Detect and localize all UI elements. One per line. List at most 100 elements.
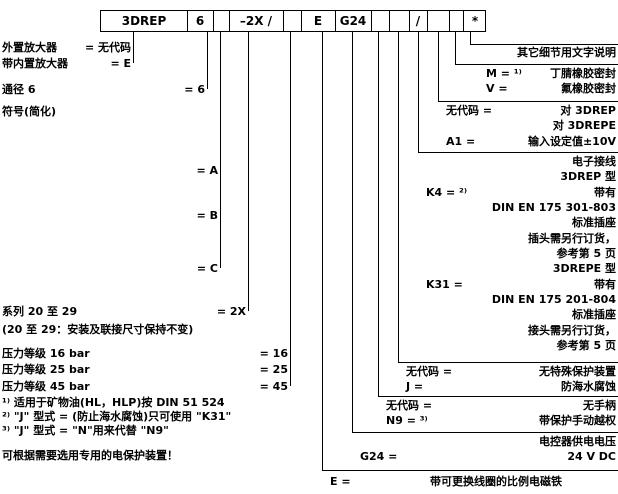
code-pressure-25: = 25 xyxy=(259,363,288,376)
box-separator xyxy=(229,11,230,31)
box-separator xyxy=(283,11,284,31)
value-k4-page: 参考第 5 页 xyxy=(556,247,616,260)
code-pressure-16: = 16 xyxy=(259,347,288,360)
code-box-solenoid: E xyxy=(313,14,323,28)
value-k4-socket: 标准插座 xyxy=(572,216,616,229)
code-seal-m: M = ¹⁾ xyxy=(486,67,522,80)
label-external-amplifier: 外置放大器 xyxy=(2,41,57,54)
code-box-series: –2X / xyxy=(239,14,273,28)
rule-voltage xyxy=(352,432,618,433)
value-k31: 带有 xyxy=(594,278,616,291)
code-seal-v: V = xyxy=(486,82,508,95)
code-size: = 6 xyxy=(184,83,205,96)
rule-seals xyxy=(455,64,618,65)
code-protection-none: 无代码 = xyxy=(406,365,453,378)
rule-solenoid xyxy=(322,470,618,471)
code-interface-a1: A1 = xyxy=(446,135,476,148)
label-size: 通径 6 xyxy=(2,83,36,96)
note-series: (20 至 29：安装及联接尺寸保持不变) xyxy=(2,323,194,336)
rule-interface xyxy=(438,101,618,102)
line-series xyxy=(248,32,249,311)
note-protection: 可根据需要选用专用的电保护装置！ xyxy=(2,449,178,462)
box-separator xyxy=(213,11,214,31)
code-series: = 2X xyxy=(216,305,246,318)
label-pressure-45: 压力等级 45 bar xyxy=(2,380,90,393)
code-k31: K31 = xyxy=(426,278,463,291)
box-separator xyxy=(463,11,464,31)
rule-seawater xyxy=(398,362,618,363)
line-voltage xyxy=(352,32,353,432)
value-k4-din: DIN EN 175 301-803 xyxy=(491,201,616,214)
line-seals xyxy=(455,32,456,64)
value-seal-v: 氟橡胶密封 xyxy=(561,82,616,95)
rule-details xyxy=(470,44,618,45)
code-e: E = xyxy=(330,475,351,488)
code-box-size: 6 xyxy=(195,14,205,28)
value-override-none: 无手柄 xyxy=(583,399,616,412)
line-connector xyxy=(418,32,419,152)
line-seawater xyxy=(398,32,399,362)
value-seal-m: 丁腈橡胶密封 xyxy=(550,67,616,80)
code-symbol-b: = B xyxy=(196,209,218,222)
value-g24: 24 V DC xyxy=(567,450,616,463)
box-separator xyxy=(187,11,188,31)
code-box-type: 3DREP xyxy=(121,14,167,28)
value-k31-page: 参考第 5 页 xyxy=(556,339,616,352)
line-solenoid xyxy=(322,32,323,470)
value-k31-socket: 标准插座 xyxy=(572,308,616,321)
rule-connector xyxy=(418,152,618,153)
box-separator xyxy=(301,11,302,31)
footnote-1: ¹⁾ 适用于矿物油(HL，HLP)按 DIN 51 524 xyxy=(2,396,225,409)
value-override-n9: 带保护手动越权 xyxy=(539,414,616,427)
code-box-voltage: G24 xyxy=(339,14,367,28)
code-protection-j: J = xyxy=(406,380,424,393)
label-pressure-16: 压力等级 16 bar xyxy=(2,347,90,360)
title-electrical-connection: 电子接线 xyxy=(572,155,616,168)
value-interface-a1: 输入设定值±10V xyxy=(527,135,616,148)
code-override-none: 无代码 = xyxy=(386,399,433,412)
rule-override xyxy=(378,396,618,397)
box-separator xyxy=(389,11,390,31)
code-override-n9: N9 = ³⁾ xyxy=(386,414,428,427)
box-separator xyxy=(335,11,336,31)
line-details xyxy=(470,32,471,44)
code-k4: K4 = ²⁾ xyxy=(426,186,468,199)
subtitle-3drep: 3DREP 型 xyxy=(560,170,616,183)
line-pressure xyxy=(290,32,291,386)
text-further-details: 其它细节用文字说明 xyxy=(517,46,616,59)
code-box-row: 3DREP 6 –2X / E G24 / * xyxy=(100,10,486,32)
value-k31-din: DIN EN 175 201-804 xyxy=(491,293,616,306)
title-supply-voltage: 电控器供电电压 xyxy=(539,435,616,448)
value-interface-3drepe: 对 3DREPE xyxy=(552,119,616,132)
label-series: 系列 20 至 29 xyxy=(2,305,78,318)
label-symbol: 符号(简化) xyxy=(2,105,57,118)
code-box-slash: / xyxy=(415,14,421,28)
box-separator xyxy=(371,11,372,31)
code-g24: G24 = xyxy=(360,450,398,463)
footnote-3: ³⁾ "J" 型式 = "N"用来代替 "N9" xyxy=(2,424,169,437)
value-k4: 带有 xyxy=(594,186,616,199)
line-interface xyxy=(438,32,439,101)
value-e: 带可更换线圈的比例电磁铁 xyxy=(430,475,562,488)
box-separator xyxy=(409,11,410,31)
value-k31-order: 接头需另行订货， xyxy=(528,324,616,337)
line-override xyxy=(378,32,379,396)
box-separator xyxy=(449,11,450,31)
code-external-amplifier: = 无代码 xyxy=(84,41,131,54)
code-box-star: * xyxy=(471,14,479,28)
value-protection-j: 防海水腐蚀 xyxy=(561,380,616,393)
code-interface-none: 无代码 = xyxy=(446,104,493,117)
code-symbol-a: = A xyxy=(196,164,218,177)
box-separator xyxy=(427,11,428,31)
line-symbol xyxy=(220,32,221,268)
subtitle-3drepe: 3DREPE 型 xyxy=(552,262,616,275)
value-interface-none: 对 3DREP xyxy=(560,104,616,117)
line-size xyxy=(207,32,208,89)
code-symbol-c: = C xyxy=(196,262,218,275)
label-internal-amplifier: 带内置放大器 xyxy=(2,57,68,70)
label-pressure-25: 压力等级 25 bar xyxy=(2,363,90,376)
footnote-2: ²⁾ "J" 型式 = (防止海水腐蚀)只可使用 "K31" xyxy=(2,410,232,423)
line-amplifier xyxy=(133,32,134,63)
value-protection-none: 无特殊保护装置 xyxy=(539,365,616,378)
